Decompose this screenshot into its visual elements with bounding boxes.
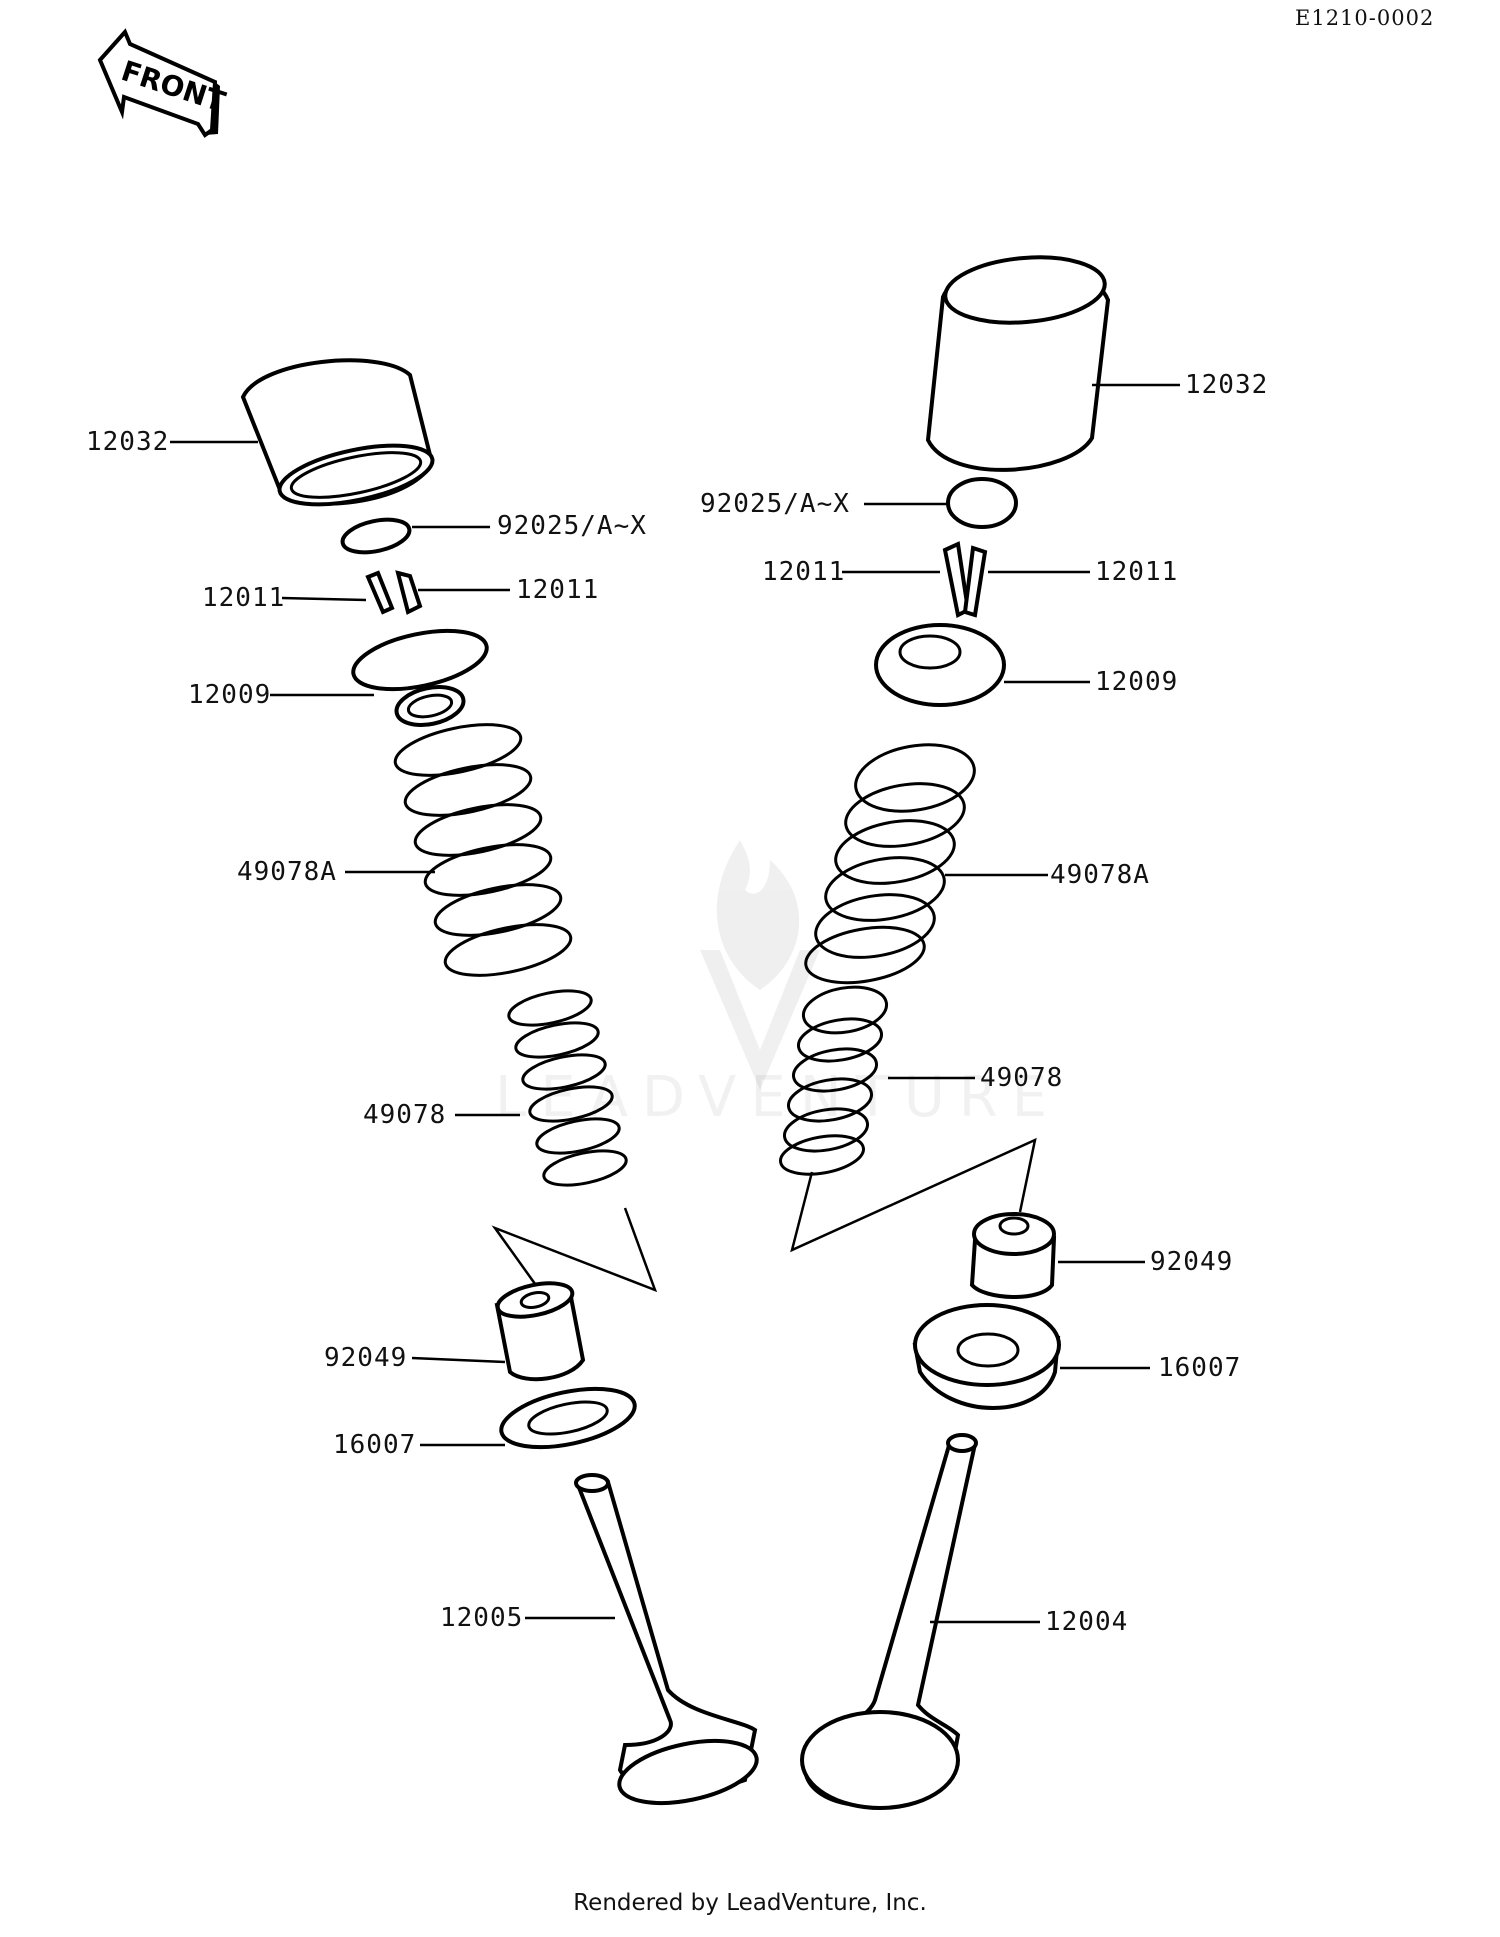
callout-left-stem-seal: 92049 — [324, 1343, 408, 1373]
front-arrow-icon: FRONT — [97, 28, 229, 138]
callout-left-shim: 92025/A~X — [497, 511, 647, 541]
callout-left-inner-spring: 49078 — [363, 1100, 447, 1130]
callout-left-outer-spring: 49078A — [237, 857, 337, 887]
left-retainer — [351, 628, 489, 727]
left-shim — [340, 517, 412, 555]
right-outer-spring — [804, 743, 976, 985]
left-assembly-guide — [491, 1207, 658, 1303]
callout-right-cotter-a: 12011 — [762, 557, 846, 587]
left-outer-spring — [393, 723, 573, 977]
footer-credit: Rendered by LeadVenture, Inc. — [573, 1890, 927, 1916]
callout-right-inner-spring: 49078 — [980, 1063, 1064, 1093]
right-spring-seat — [912, 1303, 1061, 1410]
callout-left-tappet: 12032 — [86, 427, 170, 457]
drawing-number: E1210-0002 — [1295, 6, 1435, 30]
left-spring-seat — [499, 1386, 637, 1450]
right-assembly-guide — [790, 1137, 1037, 1253]
left-stem-seal — [494, 1281, 586, 1382]
callout-right-stem-seal: 92049 — [1150, 1247, 1234, 1277]
left-tappet — [240, 358, 435, 507]
callout-right-retainer: 12009 — [1095, 667, 1179, 697]
right-inner-spring — [779, 985, 889, 1176]
watermark-logo — [700, 840, 820, 1090]
left-cotters — [365, 570, 423, 615]
callout-right-outer-spring: 49078A — [1050, 860, 1150, 890]
callout-right-tappet: 12032 — [1185, 370, 1269, 400]
callout-right-spring-seat: 16007 — [1158, 1353, 1242, 1383]
callout-left-retainer: 12009 — [188, 680, 272, 710]
right-valve — [800, 1433, 978, 1810]
right-shim — [946, 477, 1018, 529]
right-retainer — [874, 623, 1006, 707]
left-inner-spring — [507, 989, 628, 1187]
callout-left-cotter-b: 12011 — [516, 575, 600, 605]
callout-right-cotter-b: 12011 — [1095, 557, 1179, 587]
callout-left-spring-seat: 16007 — [333, 1430, 417, 1460]
right-cotters — [942, 541, 988, 618]
callout-left-valve: 12005 — [440, 1603, 524, 1633]
left-valve — [574, 1473, 759, 1806]
callout-right-valve: 12004 — [1045, 1607, 1129, 1637]
watermark-text: LEADVENTURE — [495, 1065, 1062, 1130]
right-tappet — [925, 255, 1111, 472]
callout-right-shim: 92025/A~X — [700, 489, 850, 519]
callout-left-cotter-a: 12011 — [202, 583, 286, 613]
right-stem-seal — [969, 1212, 1057, 1299]
